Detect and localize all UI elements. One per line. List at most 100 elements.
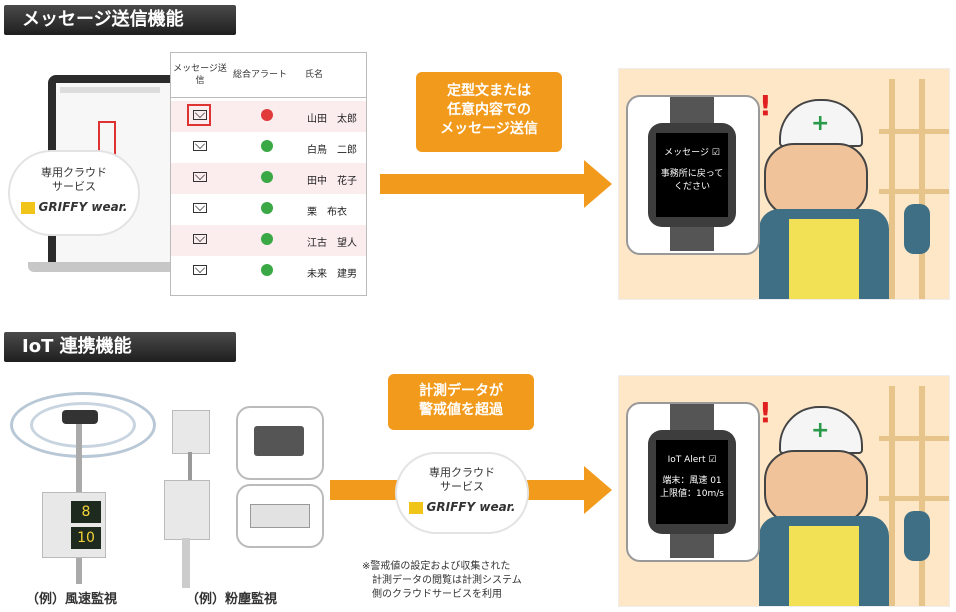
caption-dust: （例）粉塵監視 — [186, 592, 278, 607]
cloud-label-2: サービス — [52, 180, 96, 193]
watch-line-3: 上限値：10m/s — [660, 489, 724, 499]
griffy-logo-text: GRIFFY wear. — [38, 200, 128, 214]
cloud-label-2: サービス — [440, 480, 484, 493]
table-row[interactable]: 未来 建男 — [171, 256, 366, 287]
selected-mail-highlight — [187, 104, 211, 126]
watch-line-3: ください — [673, 182, 710, 192]
worker-face — [764, 143, 868, 217]
watch-title: IoT Alert ☑ — [667, 455, 717, 465]
wind-display-panel: 8 10 — [42, 492, 106, 558]
cloud-service-badge: 専用クラウド サービス GRIFFY wear. — [8, 150, 140, 236]
callout-line-2: 警戒値を超過 — [419, 402, 503, 418]
screen-header-bar — [60, 87, 160, 93]
table-row[interactable]: 江古 望人 — [171, 225, 366, 256]
table-row[interactable]: 栗 布衣 — [171, 194, 366, 225]
alert-green-face-icon — [261, 171, 273, 183]
col-header-name[interactable]: 氏名 — [305, 70, 324, 80]
callout-line-1: 定型文または — [447, 83, 531, 99]
watch-screen: メッセージ ☑ 事務所に戻って ください — [656, 133, 728, 217]
callout-line-3: メッセージ送信 — [440, 121, 538, 137]
worker-name: 白鳥 二郎 — [307, 145, 357, 156]
cloud-label-1: 専用クラウド — [41, 166, 107, 179]
table-row[interactable]: 田中 花子 — [171, 163, 366, 194]
device-bubble — [236, 406, 324, 480]
anemometer-icon — [62, 410, 98, 424]
arrow-right-icon — [584, 466, 612, 514]
smartwatch: IoT Alert ☑ 端末：風速 01 上限値：10m/s — [648, 430, 736, 534]
safety-vest — [789, 526, 859, 606]
mail-icon[interactable] — [193, 234, 207, 244]
alert-red-face-icon — [261, 109, 273, 121]
alert-green-face-icon — [261, 264, 273, 276]
sensor-pole — [182, 538, 190, 588]
dust-sensor-box — [172, 410, 210, 454]
background-worker — [904, 511, 930, 561]
alert-green-face-icon — [261, 202, 273, 214]
callout-line-2: 任意内容での — [447, 102, 531, 118]
note-line-1: ※警戒値の設定および収集された — [362, 561, 511, 572]
gateway-device-icon — [250, 504, 310, 528]
watch-bubble: メッセージ ☑ 事務所に戻って ください — [626, 95, 760, 255]
watch-title: メッセージ ☑ — [664, 148, 720, 158]
mail-icon[interactable] — [193, 141, 207, 151]
col-header-message[interactable]: メッセージ送信 — [173, 64, 227, 86]
scaffold-bar — [879, 189, 949, 194]
dust-controller-box — [164, 480, 210, 540]
griffy-logo-icon — [408, 502, 423, 514]
watch-bubble: IoT Alert ☑ 端末：風速 01 上限値：10m/s — [626, 402, 760, 562]
section-title-iot: IoT 連携機能 — [4, 332, 236, 362]
mail-icon[interactable] — [193, 265, 207, 275]
worker-table: メッセージ送信 総合アラート 氏名 山田 太郎 白鳥 二郎 田中 花子 栗 布衣… — [170, 52, 367, 296]
display-value-2: 10 — [71, 527, 101, 549]
cross-mark-icon: + — [811, 111, 830, 136]
watch-line-2: 事務所に戻って — [660, 169, 724, 179]
scaffold-bar — [879, 129, 949, 134]
note-line-3: 側のクラウドサービスを利用 — [372, 589, 502, 600]
table-row[interactable]: 白鳥 二郎 — [171, 132, 366, 163]
worker-scene: + ! — [618, 68, 950, 300]
scaffold-bar — [879, 496, 949, 501]
helmet-icon: + — [779, 406, 863, 454]
background-worker — [904, 204, 930, 254]
griffy-logo-text: GRIFFY wear. — [426, 500, 516, 514]
alert-green-face-icon — [261, 233, 273, 245]
mail-icon[interactable] — [193, 203, 207, 213]
alert-green-face-icon — [261, 140, 273, 152]
exclamation-icon: ! — [759, 396, 772, 429]
callout-line-1: 計測データが — [419, 383, 503, 399]
worker-face — [764, 450, 868, 524]
cross-mark-icon: + — [811, 418, 830, 443]
note-line-2: 計測データの閲覧は計測システム — [372, 575, 522, 586]
cloud-service-badge: 専用クラウド サービス GRIFFY wear. — [395, 452, 529, 534]
col-header-alert[interactable]: 総合アラート — [232, 70, 287, 80]
helmet-icon: + — [779, 99, 863, 147]
scaffold-bar — [879, 436, 949, 441]
watch-line-2: 端末：風速 01 — [662, 476, 722, 486]
worker-name: 江古 望人 — [307, 238, 357, 249]
mail-icon[interactable] — [193, 110, 207, 120]
table-row[interactable]: 山田 太郎 — [171, 101, 366, 132]
header-divider — [171, 97, 366, 98]
section-title-message: メッセージ送信機能 — [4, 5, 236, 35]
safety-vest — [789, 219, 859, 299]
arrow-body — [380, 174, 585, 194]
iot-device-icon — [254, 426, 304, 456]
callout-message: 定型文または 任意内容での メッセージ送信 — [416, 72, 562, 152]
worker-name: 栗 布衣 — [307, 207, 347, 218]
sensor-cable — [188, 452, 192, 480]
cloud-label-1: 専用クラウド — [429, 466, 495, 479]
callout-iot: 計測データが 警戒値を超過 — [388, 374, 534, 430]
caption-wind: （例）風速監視 — [26, 592, 118, 607]
signal-wave-icon — [30, 402, 136, 448]
worker-name: 山田 太郎 — [307, 114, 357, 125]
worker-name: 未来 建男 — [307, 269, 357, 280]
footnote: ※警戒値の設定および収集された 計測データの閲覧は計測システム 側のクラウドサー… — [362, 560, 582, 602]
griffy-logo-icon — [20, 202, 35, 214]
device-bubble — [236, 484, 324, 548]
watch-screen: IoT Alert ☑ 端末：風速 01 上限値：10m/s — [656, 440, 728, 524]
arrow-right-icon — [584, 160, 612, 208]
laptop-base — [28, 262, 178, 272]
smartwatch: メッセージ ☑ 事務所に戻って ください — [648, 123, 736, 227]
worker-name: 田中 花子 — [307, 176, 357, 187]
mail-icon[interactable] — [193, 172, 207, 182]
